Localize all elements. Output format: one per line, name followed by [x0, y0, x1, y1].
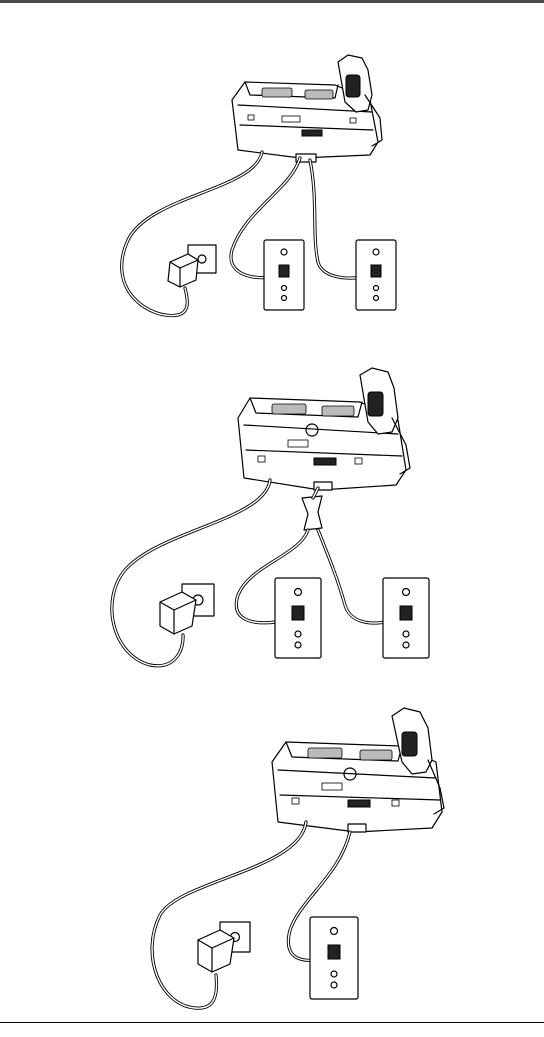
figure-two-lines-separate-jacks	[0, 40, 544, 340]
wall-jack-icon	[356, 240, 396, 310]
figure-single-line	[0, 700, 544, 1020]
top-rule	[0, 0, 544, 3]
power-adapter-icon	[160, 592, 196, 634]
wall-jack-icon	[275, 578, 321, 658]
wall-jack-icon	[383, 578, 429, 658]
wall-jack-icon	[264, 240, 304, 310]
power-adapter-icon	[198, 930, 234, 972]
power-adapter-icon	[168, 254, 198, 287]
wall-jack-icon	[310, 917, 358, 999]
bottom-rule	[0, 1022, 544, 1023]
figure-two-lines-splitter	[0, 360, 544, 680]
line-splitter-icon	[302, 488, 322, 530]
